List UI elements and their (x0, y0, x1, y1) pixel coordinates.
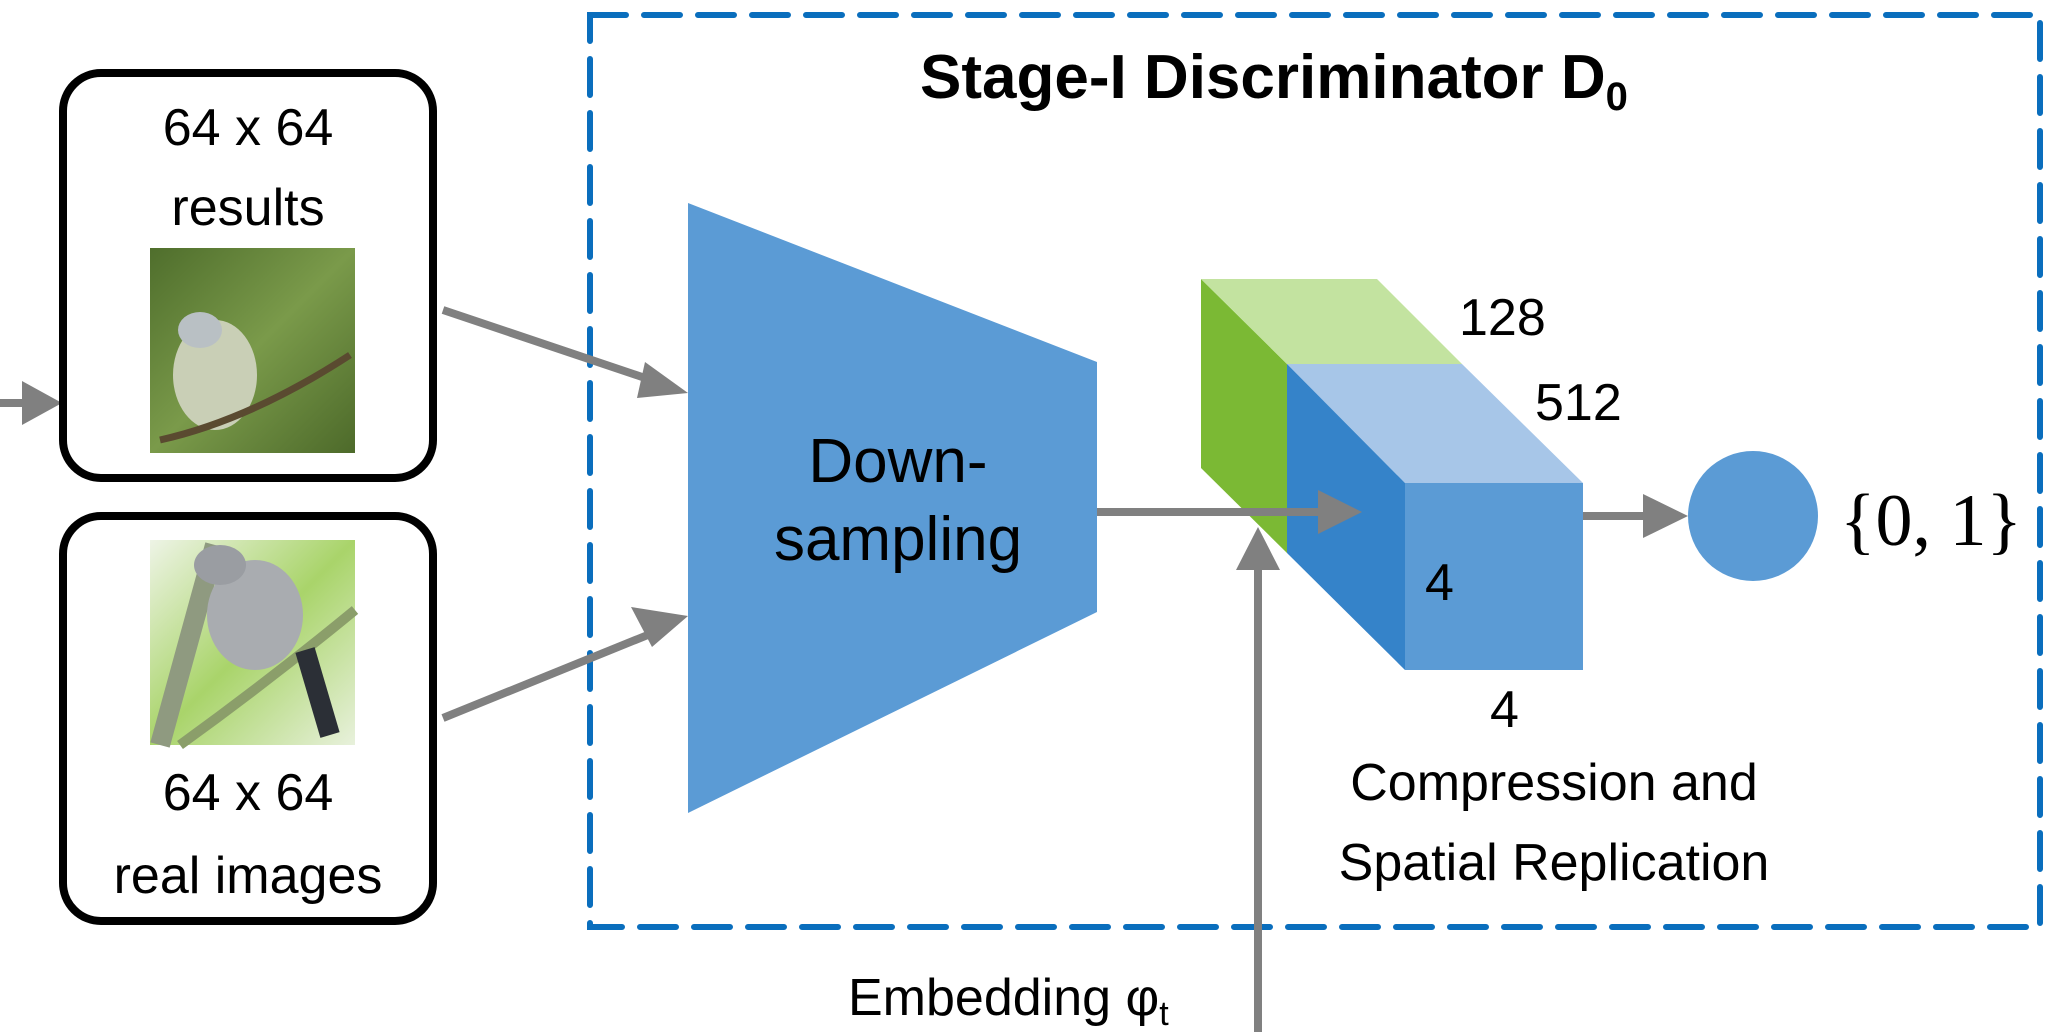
embedding-label-subscript: t (1159, 995, 1169, 1032)
discriminator-title: Stage-I Discriminator D0 (920, 43, 1628, 119)
generated-results-box: 64 x 64 results (59, 69, 437, 482)
generated-size-label: 64 x 64 (163, 99, 334, 157)
embedding-side-face (1201, 279, 1287, 553)
output-node (1688, 451, 1818, 581)
tensor-caption-line1: Compression and (1350, 754, 1758, 812)
title-text: Stage-I Discriminator D (920, 43, 1606, 112)
tensor-caption-line2: Spatial Replication (1339, 834, 1770, 892)
title-subscript: 0 (1606, 75, 1628, 119)
dim-height: 4 (1425, 554, 1454, 612)
real-images-label: real images (114, 847, 383, 905)
generated-bird-image (150, 248, 355, 453)
incoming-arrow (0, 381, 62, 425)
dim-width: 4 (1490, 681, 1519, 739)
real-to-downsampling-arrow (441, 607, 688, 722)
feature-top-face (1287, 364, 1583, 483)
discriminator-frame (587, 12, 2043, 930)
downsampling-block: Down- sampling (688, 203, 1097, 813)
tensor-to-output-arrow (1583, 494, 1688, 538)
output-label: {0, 1} (1840, 480, 2022, 562)
downsampling-label-line2: sampling (774, 505, 1022, 574)
dim-image-channels: 512 (1535, 374, 1622, 432)
embedding-label: Embedding φt (848, 969, 1169, 1032)
dim-embedding-channels: 128 (1459, 289, 1546, 347)
downsampling-to-tensor-arrow (1097, 490, 1362, 534)
downsampling-label-line1: Down- (808, 427, 987, 496)
embedding-top-face (1201, 279, 1462, 364)
generated-results-label: results (171, 179, 324, 237)
embedding-label-text: Embedding φ (848, 969, 1159, 1027)
real-images-box: 64 x 64 real images (59, 512, 437, 925)
real-bird-image (150, 540, 359, 750)
real-size-label: 64 x 64 (163, 764, 334, 822)
generated-to-downsampling-arrow (441, 306, 688, 398)
embedding-arrow (1236, 527, 1280, 1032)
feature-front-face (1405, 483, 1583, 670)
